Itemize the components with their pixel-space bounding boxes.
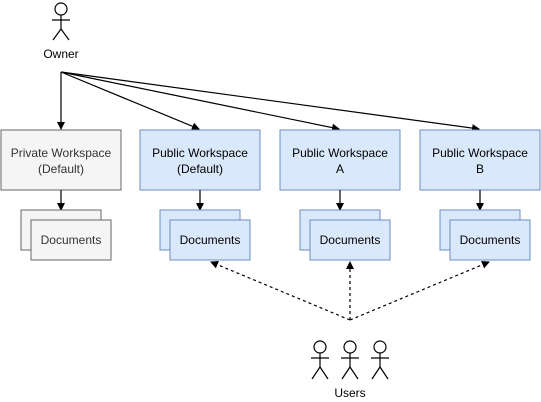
documents-stack-private: Documents [20, 209, 112, 261]
arrow-owner-to-public-b [60, 71, 480, 133]
workspace-subtitle: (Default) [38, 162, 84, 176]
documents-label: Documents [180, 233, 241, 247]
arrow-users-to-public-default-docs [210, 261, 351, 321]
workspace-box [0, 129, 122, 191]
workspace-box [419, 129, 541, 191]
workspace-subtitle: A [336, 162, 344, 176]
workspace-public-b: Public Workspace B [419, 129, 541, 191]
user-actor-icon [371, 340, 389, 380]
workspace-subtitle: B [476, 162, 484, 176]
users-actors-icon [311, 340, 389, 380]
user-actor-icon [311, 340, 329, 380]
arrow-owner-to-public-default [60, 71, 200, 131]
users-label: Users [334, 386, 365, 400]
workspace-title: Public Workspace [152, 146, 248, 160]
arrow-owner-to-public-a [60, 71, 340, 132]
workspace-box [139, 129, 261, 191]
documents-label: Documents [460, 233, 521, 247]
workspace-box [279, 129, 401, 191]
workspace-public-a: Public Workspace A [279, 129, 401, 191]
owner-arrows [57, 71, 480, 133]
owner-label: Owner [43, 47, 78, 61]
workspace-title: Public Workspace [432, 146, 528, 160]
workspace-subtitle: (Default) [177, 162, 223, 176]
documents-stack-public-default: Documents [159, 209, 251, 261]
owner-actor-icon [52, 2, 70, 41]
workspace-public-default: Public Workspace (Default) [139, 129, 261, 191]
workspace-title: Public Workspace [292, 146, 388, 160]
documents-stack-public-b: Documents [439, 209, 531, 261]
workspace-private-default: Private Workspace (Default) [0, 129, 122, 191]
user-actor-icon [341, 340, 359, 380]
documents-label: Documents [320, 233, 381, 247]
users-arrows [210, 261, 490, 321]
workspace-title: Private Workspace [11, 146, 112, 160]
documents-stack-public-a: Documents [299, 209, 391, 261]
documents-label: Documents [41, 233, 102, 247]
arrow-users-to-public-b-docs [349, 261, 490, 321]
